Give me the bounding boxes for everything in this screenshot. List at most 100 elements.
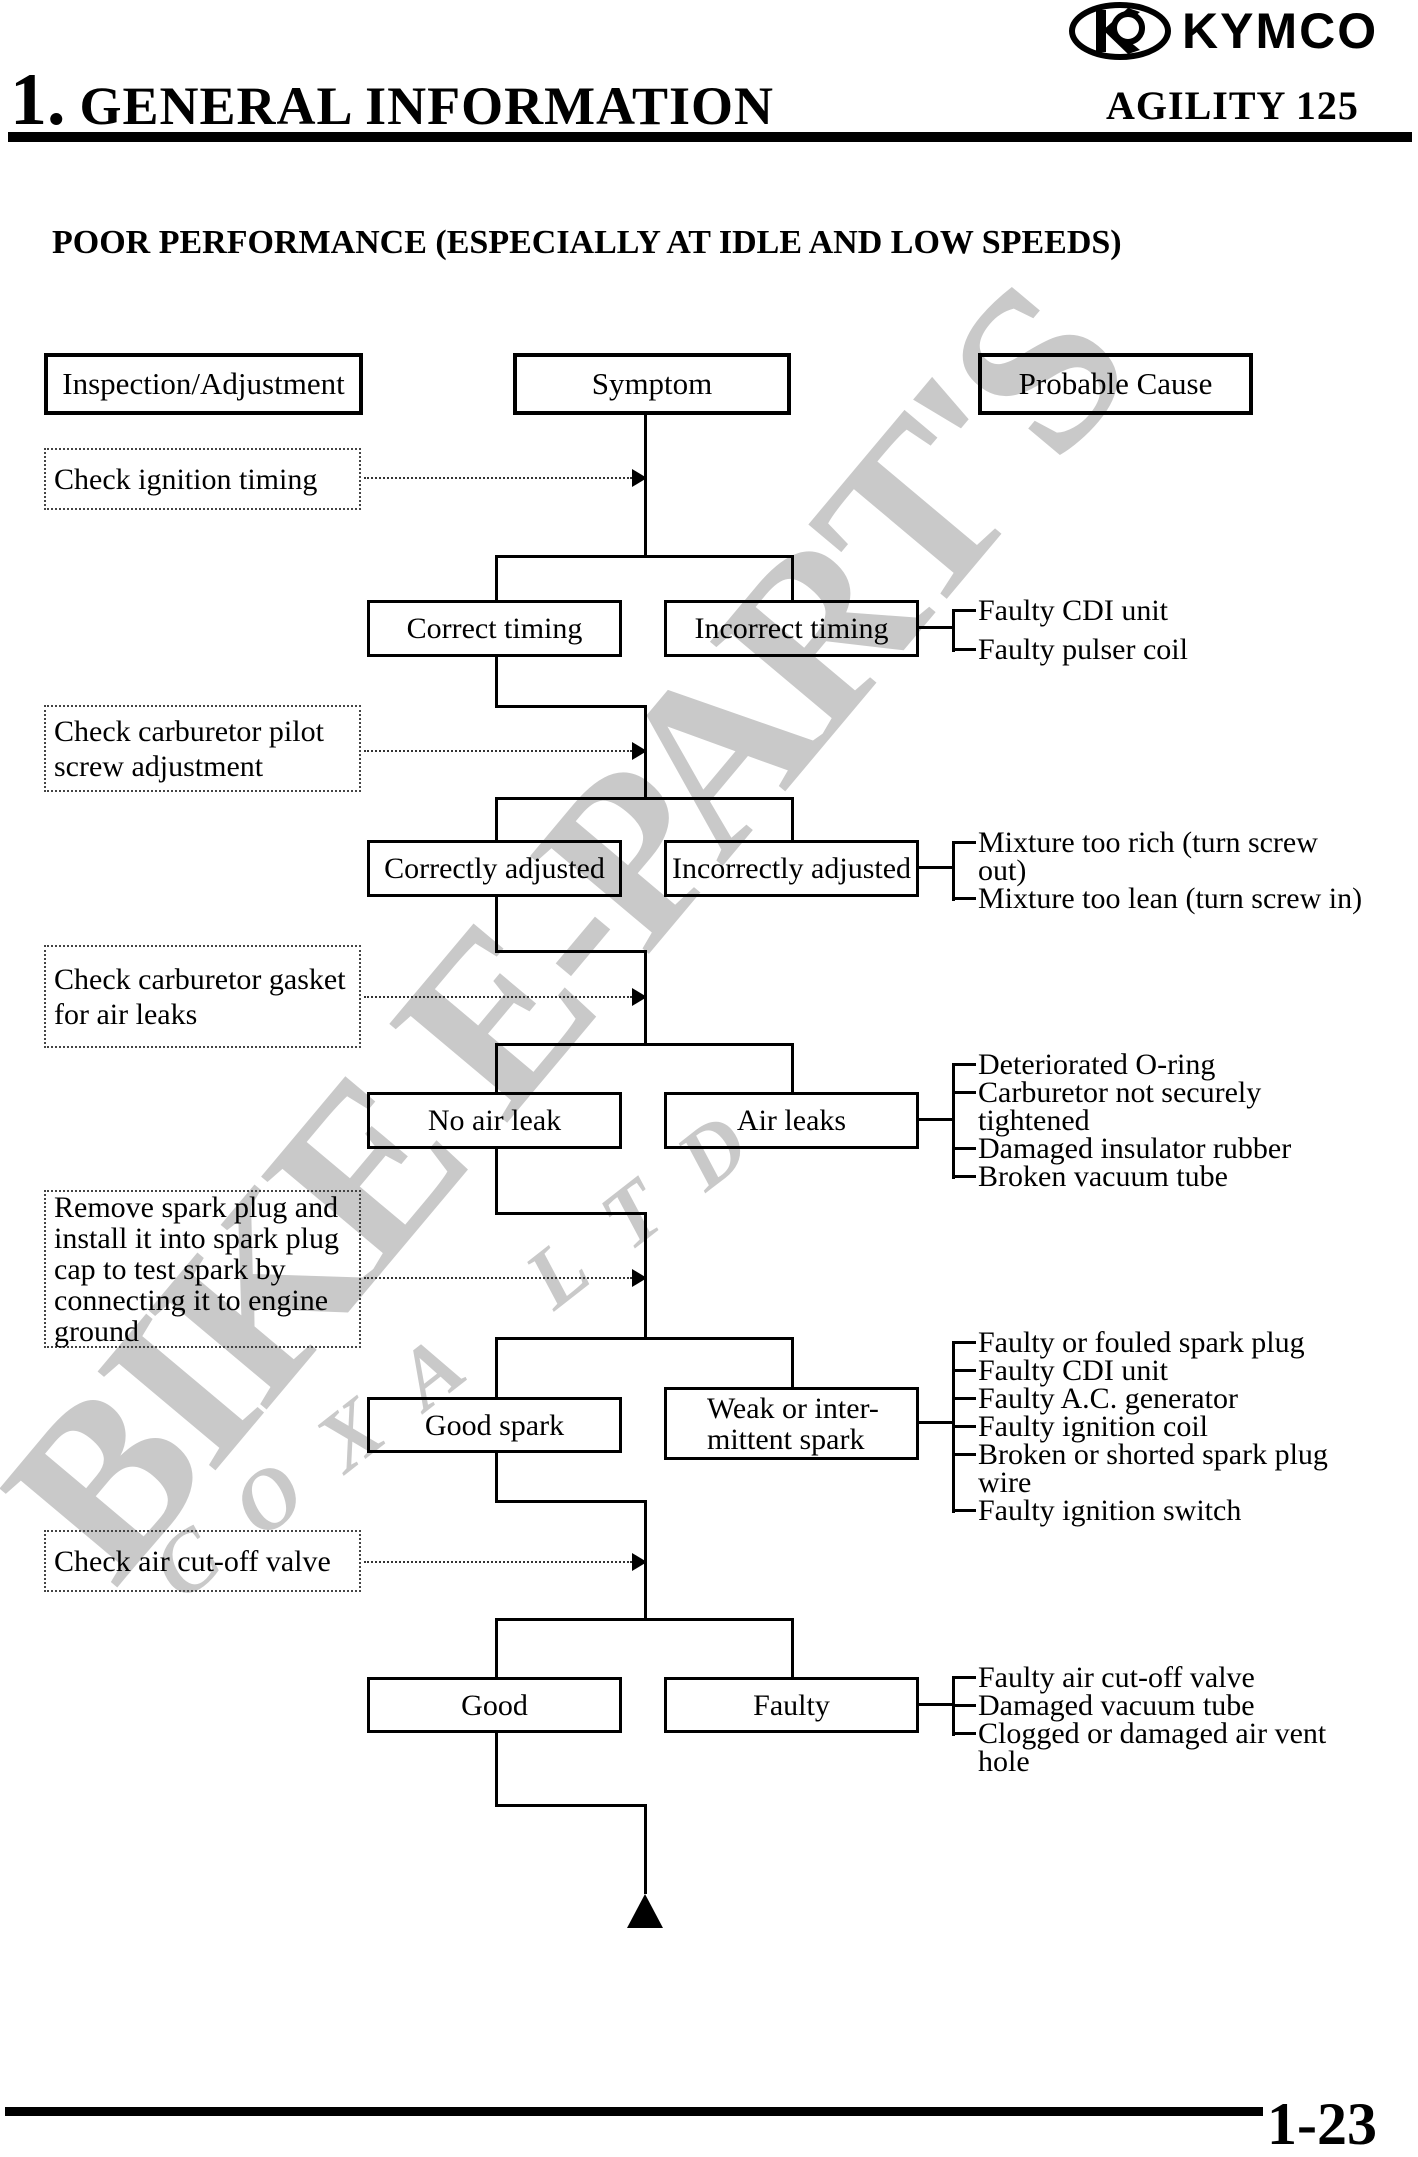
inspection-step-4: Remove spark plug and install it into sp…: [44, 1190, 361, 1348]
connector-line: [791, 797, 794, 840]
inspection-step-4-label: Remove spark plug and install it into sp…: [54, 1190, 339, 1348]
symptom-label: Correctly adjusted: [384, 852, 605, 885]
cause-item: Faulty CDI unit: [952, 594, 1412, 627]
kymco-emblem-icon: [1069, 2, 1171, 60]
symptom-label: Air leaks: [736, 1104, 847, 1137]
connector-line: [495, 897, 498, 953]
cause-item: Clogged or damaged air vent hole: [952, 1717, 1412, 1778]
cause-list-4: Faulty or fouled spark plug Faulty CDI u…: [952, 1326, 1412, 1527]
connector-line: [919, 626, 954, 629]
inspection-step-3-label: Check carburetor gasket for air leaks: [54, 962, 346, 1031]
cause-item: Damaged insulator rubber: [952, 1132, 1412, 1165]
symptom-label: Incorrect timing: [694, 612, 889, 645]
inspection-step-5-label: Check air cut-off valve: [54, 1544, 331, 1578]
connector-line: [644, 1804, 647, 1894]
connector-line: [495, 1500, 647, 1503]
cause-text: Damaged insulator rubber: [978, 1132, 1292, 1165]
cause-text: Faulty CDI unit: [978, 594, 1169, 627]
connector-line: [919, 1118, 954, 1121]
connector-line: [919, 1421, 954, 1424]
cause-bracket: [952, 1064, 955, 1179]
cause-text: Broken vacuum tube: [978, 1160, 1228, 1193]
cause-item: Mixture too lean (turn screw in): [952, 882, 1412, 915]
cause-item: Faulty ignition coil: [952, 1410, 1412, 1443]
cause-item: Faulty ignition switch: [952, 1494, 1412, 1527]
cause-text: Faulty CDI unit: [978, 1354, 1169, 1387]
cause-text: Faulty pulser coil: [978, 633, 1188, 666]
symptom-box-good: Good: [367, 1677, 622, 1733]
symptom-box-no-air-leak: No air leak: [367, 1092, 622, 1149]
column-header-label: Inspection/Adjustment: [62, 366, 345, 401]
dotted-arrow-3: [364, 988, 647, 1006]
dotted-arrow-4: [364, 1269, 647, 1287]
inspection-step-2: Check carburetor pilot screw adjustment: [44, 705, 361, 792]
cause-item: Faulty or fouled spark plug: [952, 1326, 1412, 1359]
cause-bracket: [952, 842, 955, 901]
kymco-logo: KYMCO: [1068, 2, 1378, 60]
cause-text: Faulty air cut-off valve: [978, 1661, 1255, 1694]
cause-text: Faulty ignition coil: [978, 1410, 1208, 1443]
connector-line: [495, 705, 647, 708]
symptom-label: Correct timing: [406, 612, 583, 645]
inspection-step-1: Check ignition timing: [44, 448, 361, 510]
dotted-arrow-1: [364, 469, 647, 487]
connector-line: [791, 1043, 794, 1092]
connector-line: [644, 1500, 647, 1621]
connector-line: [495, 555, 794, 558]
cause-text: Faulty or fouled spark plug: [978, 1326, 1305, 1359]
cause-list-3: Deteriorated O-ring Carburetor not secur…: [952, 1050, 1412, 1193]
inspection-step-1-label: Check ignition timing: [54, 462, 318, 496]
connector-line: [495, 1212, 647, 1215]
cause-text: Clogged or damaged air vent hole: [978, 1717, 1327, 1778]
connector-line: [495, 1337, 498, 1397]
symptom-label: Good: [461, 1688, 528, 1722]
connector-line: [495, 1149, 498, 1215]
chapter-title: 1. GENERAL INFORMATION: [10, 58, 774, 143]
cause-text: Mixture too rich (turn screw out): [978, 826, 1318, 887]
connector-line: [791, 1337, 794, 1387]
symptom-box-weak-spark: Weak or inter- mittent spark: [664, 1387, 919, 1460]
brand-wordmark: KYMCO: [1182, 3, 1379, 59]
symptom-box-correct-timing: Correct timing: [367, 600, 622, 657]
connector-line: [495, 797, 794, 800]
symptom-box-good-spark: Good spark: [367, 1397, 622, 1453]
header-rule: [8, 132, 1412, 142]
cause-text: Faulty ignition switch: [978, 1494, 1242, 1527]
cause-text: Faulty A.C. generator: [978, 1382, 1238, 1415]
connector-line: [791, 555, 794, 600]
connector-line: [495, 797, 498, 840]
connector-line: [495, 1804, 647, 1807]
inspection-step-5: Check air cut-off valve: [44, 1530, 361, 1592]
cause-text: Mixture too lean (turn screw in): [978, 882, 1363, 915]
dotted-arrow-5: [364, 1553, 647, 1571]
cause-item: Carburetor not securely tightened: [952, 1078, 1412, 1136]
cause-item: Broken vacuum tube: [952, 1160, 1412, 1193]
cause-item: Mixture too rich (turn screw out): [952, 826, 1412, 887]
connector-line: [495, 950, 647, 953]
cause-item: Deteriorated O-ring: [952, 1050, 1412, 1080]
page-number: 1-23: [1267, 2091, 1377, 2157]
connector-line: [644, 950, 647, 1046]
connector-line: [495, 1043, 794, 1046]
chapter-number: 1.: [10, 59, 66, 141]
symptom-label: Good spark: [424, 1408, 565, 1442]
column-header-inspection: Inspection/Adjustment: [44, 353, 363, 415]
cause-list-2: Mixture too rich (turn screw out) Mixtur…: [952, 826, 1412, 915]
model-name: AGILITY 125: [1106, 83, 1359, 128]
column-header-probable-cause: Probable Cause: [978, 353, 1253, 415]
connector-line: [495, 1733, 498, 1807]
cause-item: Faulty A.C. generator: [952, 1382, 1412, 1415]
symptom-label: No air leak: [427, 1104, 562, 1137]
symptom-box-faulty: Faulty: [664, 1677, 919, 1733]
footer-rule: [5, 2107, 1263, 2116]
symptom-box-air-leaks: Air leaks: [664, 1092, 919, 1149]
chapter-name: GENERAL INFORMATION: [79, 76, 775, 136]
column-header-label: Probable Cause: [1018, 366, 1213, 401]
cause-item: Damaged vacuum tube: [952, 1691, 1412, 1721]
connector-line: [495, 657, 498, 708]
symptom-box-correctly-adjusted: Correctly adjusted: [367, 840, 622, 897]
connector-line: [495, 1337, 794, 1340]
connector-line: [495, 1453, 498, 1503]
